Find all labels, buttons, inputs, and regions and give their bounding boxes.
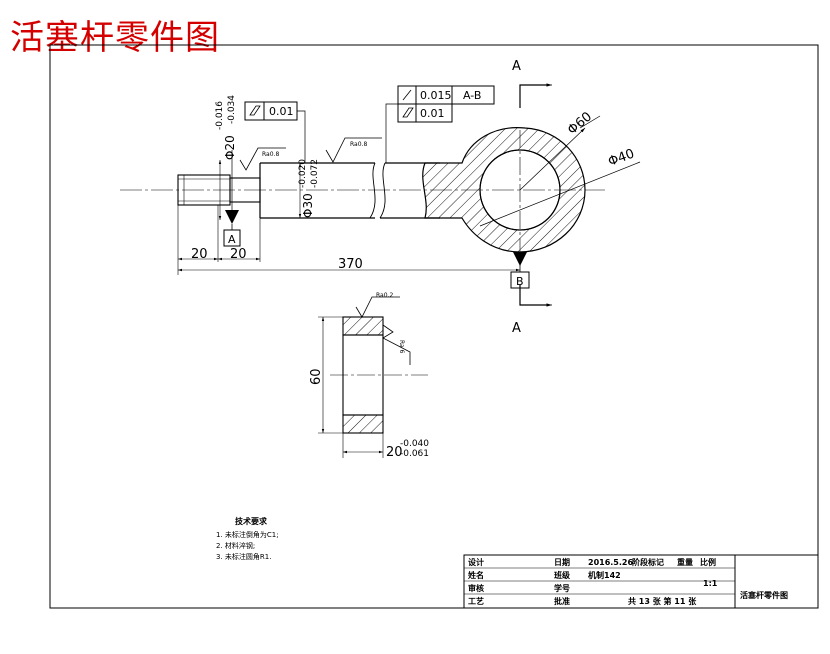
dia-20-label: Φ20 <box>223 135 237 160</box>
datum-b-triangle <box>513 252 527 266</box>
tol-30-upper: -0.020 <box>298 159 308 188</box>
section-marker-top <box>519 83 552 108</box>
eye-bore <box>479 149 561 231</box>
note-item-1: 1. 未标注倒角为C1; <box>216 530 279 539</box>
runout-value: 0.015 <box>420 89 452 102</box>
title-block <box>463 554 819 609</box>
tb-process: 工艺 <box>468 596 484 606</box>
roughness-label-4: Ra 6 <box>398 340 405 354</box>
roughness-label-2: Ra0.8 <box>350 141 367 148</box>
section-tol-upper: -0.040 <box>400 439 429 449</box>
roughness-label-1: Ra0.8 <box>262 151 279 158</box>
dia-60-label: Φ60 <box>565 109 595 138</box>
datum-a-label: A <box>228 233 236 246</box>
tol-30-lower: -0.072 <box>310 159 320 188</box>
tb-review: 审核 <box>468 583 484 593</box>
section-height-label: 60 <box>309 368 324 385</box>
roughness-symbol-1 <box>239 147 286 171</box>
tb-student-id: 学号 <box>554 583 570 593</box>
tol-20-lower: -0.034 <box>227 95 237 124</box>
section-label-top: A <box>512 59 521 74</box>
length-20-a: 20 <box>191 247 208 262</box>
tb-name: 姓名 <box>467 570 484 580</box>
section-marker-bottom <box>519 285 552 307</box>
runout-ref: A-B <box>463 89 481 102</box>
length-20-b: 20 <box>230 247 247 262</box>
tb-sheets: 共 13 张 第 11 张 <box>628 596 697 606</box>
datum-b-label: B <box>516 275 524 288</box>
roughness-symbol-2 <box>325 137 382 163</box>
section-width-label: 20 <box>386 445 403 460</box>
section-view <box>318 296 428 458</box>
length-dimensions <box>177 205 520 275</box>
runout-frame <box>385 85 495 163</box>
tb-scale: 比例 <box>700 557 716 567</box>
tb-class-value: 机制142 <box>588 570 621 580</box>
tb-approve: 批准 <box>554 596 570 606</box>
roughness-label-3: Ra0.2 <box>376 292 393 299</box>
drawing-frame <box>49 44 819 609</box>
tb-date-label: 日期 <box>554 557 570 567</box>
flatness-value-2: 0.01 <box>420 107 445 120</box>
dia-40-label: Φ40 <box>606 147 636 170</box>
section-tol-lower: -0.061 <box>400 449 429 459</box>
drawing-title: 活塞杆零件图 <box>10 18 220 58</box>
flatness-frame-1 <box>244 101 306 163</box>
tb-stage-mark: 阶段标记 <box>632 557 664 567</box>
section-label-bottom: A <box>512 321 521 336</box>
tb-drawing-name: 活塞杆零件图 <box>740 590 788 600</box>
tb-weight: 重量 <box>677 557 693 567</box>
tb-date-value: 2016.5.26 <box>588 558 633 567</box>
tb-class-label: 班级 <box>554 570 571 580</box>
note-item-2: 2. 材料淬钢; <box>216 541 255 550</box>
tb-design: 设计 <box>468 557 484 567</box>
length-370: 370 <box>338 257 363 272</box>
tb-scale-value: 1:1 <box>703 579 718 588</box>
notes-heading: 技术要求 <box>235 516 268 526</box>
datum-a-triangle <box>225 210 239 224</box>
note-item-3: 3. 未标注圆角R1. <box>216 552 271 561</box>
flatness-value-1: 0.01 <box>269 105 294 118</box>
main-shaft <box>259 162 440 219</box>
dia-30-label: Φ30 <box>301 193 315 218</box>
tol-20-upper: -0.016 <box>215 101 225 130</box>
